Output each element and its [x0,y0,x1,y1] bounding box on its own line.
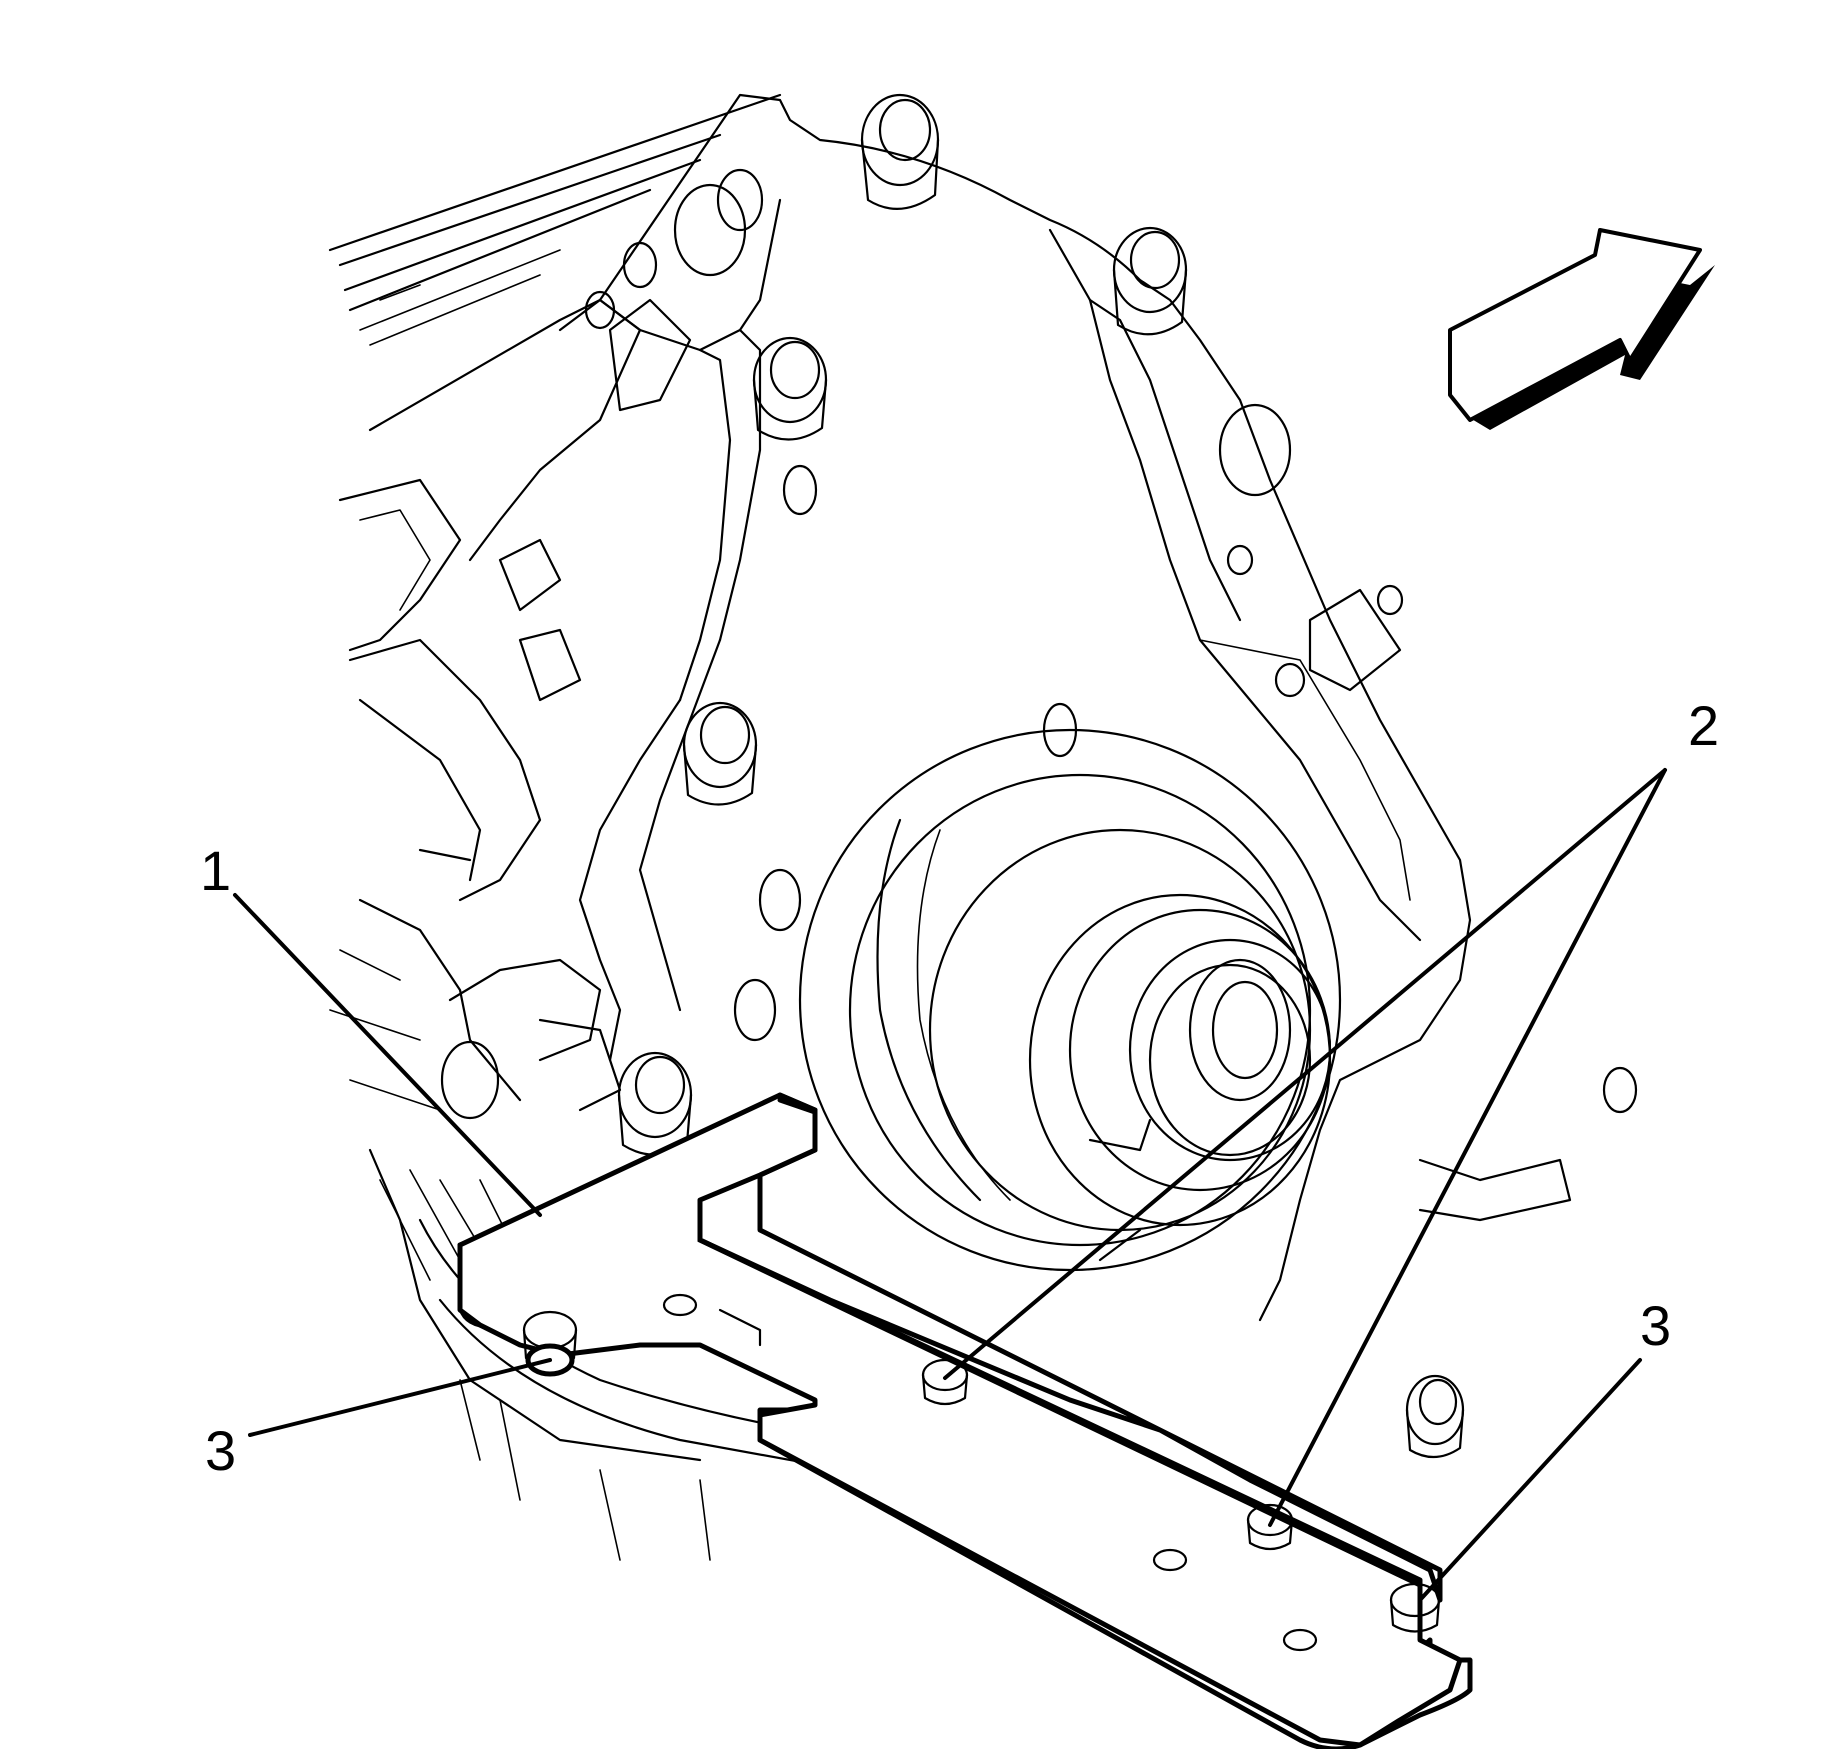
bolt-6 [1405,1374,1465,1459]
front-direction-arrow-icon [1448,228,1715,430]
callout-1: 1 [200,839,231,902]
stud-right-b [1389,1582,1441,1633]
leader-lines [233,768,1667,1602]
holding-fixture-tool [457,1092,1473,1749]
engine-front-cover [558,93,1638,1322]
leader-3-left [248,1358,552,1437]
crankshaft-balancer [798,728,1342,1272]
leader-2-a [943,768,1667,1380]
callout-labels: 1 2 3 3 [200,694,1719,1482]
bolt-4 [682,701,758,806]
stud-right-a [1246,1503,1294,1551]
stud-center [921,1358,969,1406]
callout-3-left: 3 [205,1419,236,1482]
callout-3-right: 3 [1640,1294,1671,1357]
bolt-2 [1112,226,1188,336]
bolt-3 [752,336,828,441]
leader-3-right [1418,1358,1642,1602]
leader-1 [233,893,542,1217]
bolt-1 [860,93,940,210]
callout-2: 2 [1688,694,1719,757]
tool-studs [522,1310,1441,1633]
leader-2-b [1268,768,1667,1527]
